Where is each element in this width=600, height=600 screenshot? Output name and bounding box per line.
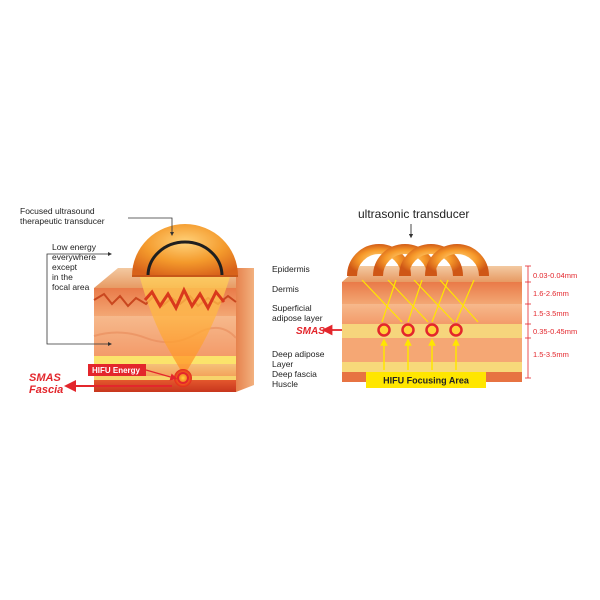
hifu-energy-tag <box>88 364 146 376</box>
layer-dermis: Dermis <box>272 284 299 294</box>
right-up-arrows <box>380 338 460 370</box>
layer-smas: SMAS <box>296 326 325 337</box>
left-focal-point <box>174 369 192 387</box>
left-fascia-label: Fascia <box>29 384 63 396</box>
layer-deep-fascia: Deep fascia <box>272 369 317 379</box>
right-fat <box>342 304 522 324</box>
depth-4: 0.35-0.45mm <box>533 327 577 336</box>
transducer-label-line1: Focused ultrasound <box>20 206 95 216</box>
layer-deep-adipose-line1: Deep adipose <box>272 349 325 359</box>
right-transducer-title: ultrasonic transducer <box>358 207 469 221</box>
low-energy-line2: everywhere <box>52 252 96 262</box>
right-beam-lines <box>361 279 479 323</box>
low-energy-line1: Low energy <box>52 242 97 252</box>
right-focal-4 <box>449 323 463 337</box>
depth-5: 1.5-3.5mm <box>533 350 569 359</box>
layer-epidermis: Epidermis <box>272 264 310 274</box>
depth-1: 0.03-0.04mm <box>533 271 577 280</box>
depth-3: 1.5-3.5mm <box>533 309 569 318</box>
transducer-leader <box>128 217 174 236</box>
low-energy-line5: focal area <box>52 282 90 292</box>
right-focal-1 <box>377 323 391 337</box>
transducer-label-line2: therapeutic transducer <box>20 216 105 226</box>
left-transducer-inner <box>146 240 224 277</box>
left-deep-fascia <box>94 376 236 380</box>
layer-superficial-line2: adipose layer <box>272 313 323 323</box>
left-smas-band <box>94 356 236 364</box>
right-ring-4 <box>425 244 489 277</box>
hifu-energy-label: HIFU Energy <box>92 366 141 375</box>
right-focal-3 <box>425 323 439 337</box>
left-skin-side <box>236 268 254 392</box>
left-beam-cone <box>138 270 232 376</box>
left-transducer-dome <box>132 224 238 276</box>
depth-2: 1.6-2.6mm <box>533 289 569 298</box>
low-energy-line3: except <box>52 262 78 272</box>
left-focal-ring <box>177 372 189 384</box>
focusing-area-banner <box>366 372 486 388</box>
low-energy-line4: in the <box>52 272 73 282</box>
layer-muscle: Huscle <box>272 379 298 389</box>
hifu-energy-connector <box>145 369 178 381</box>
right-transducer-array <box>347 244 489 277</box>
left-beam-wave <box>143 286 226 312</box>
low-energy-bracket <box>46 253 100 345</box>
layer-superficial-line1: Superficial <box>272 303 312 313</box>
right-focal-points <box>377 323 463 337</box>
right-focal-2 <box>401 323 415 337</box>
focusing-area-label: HIFU Focusing Area <box>383 376 470 386</box>
depth-scale <box>525 265 531 379</box>
right-ring-3 <box>399 244 463 277</box>
left-smas-label: SMAS <box>29 372 61 384</box>
right-dermis <box>342 282 522 304</box>
left-transducer <box>132 224 238 277</box>
layer-deep-adipose-line2: Layer <box>272 359 293 369</box>
